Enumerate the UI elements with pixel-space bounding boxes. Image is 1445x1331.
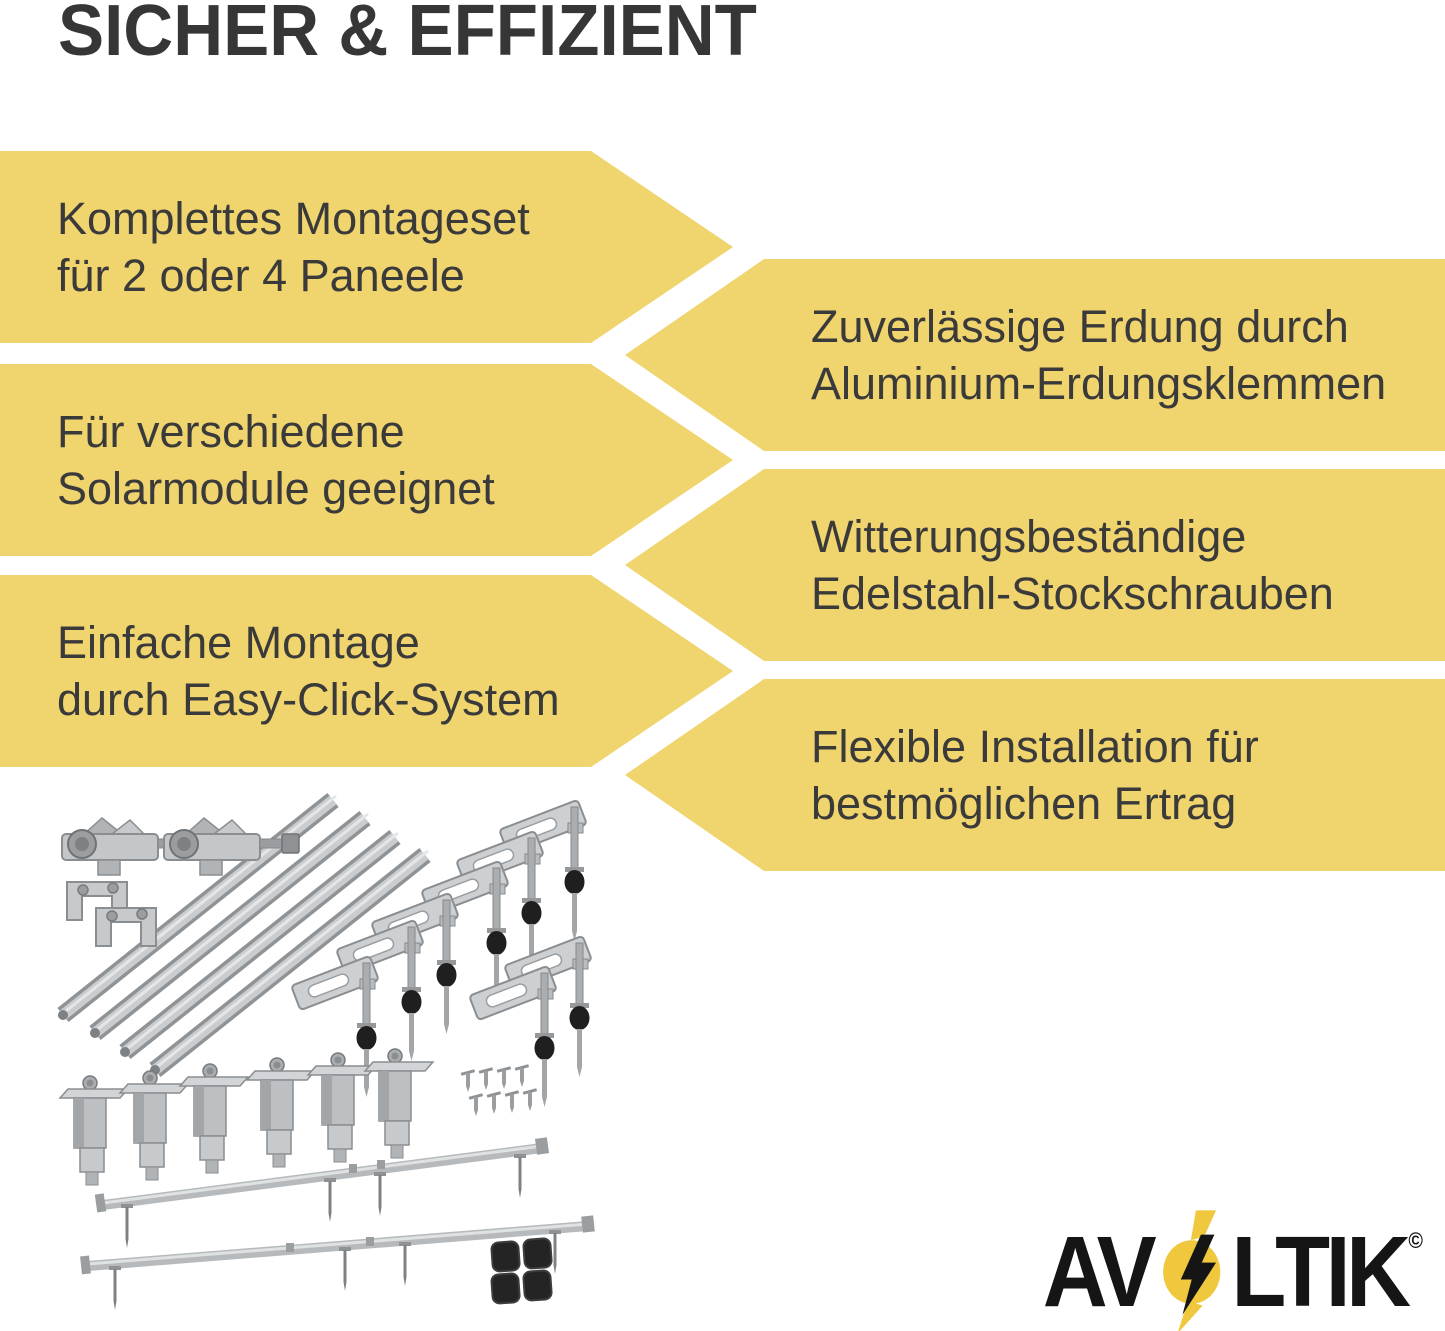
rubber-end-caps-illustration	[490, 1237, 554, 1305]
feature-text: Für verschiedene	[57, 406, 405, 457]
brand-logo-prefix: AV	[1042, 1216, 1157, 1328]
product-kit-photo	[57, 792, 595, 1310]
brand-logo-suffix: LTIK	[1231, 1216, 1411, 1328]
feature-banner-left-1: Komplettes Montageset für 2 oder 4 Panee…	[0, 151, 733, 343]
brand-logo: AV LTIK ©	[1042, 1210, 1423, 1331]
feature-text: Flexible Installation für	[811, 721, 1259, 772]
fastening-screws-illustration	[460, 1064, 538, 1116]
feature-banner-right-3: Flexible Installation für bestmöglichen …	[625, 679, 1445, 871]
feature-banner-right-1: Zuverlässige Erdung durch Aluminium-Erdu…	[625, 259, 1445, 451]
feature-text: Witterungsbeständige	[811, 511, 1247, 562]
feature-text: Aluminium-Erdungsklemmen	[811, 358, 1387, 409]
u-channel-brackets-illustration	[66, 881, 157, 947]
lightning-bolt-icon	[1163, 1210, 1221, 1331]
feature-text: Einfache Montage	[57, 617, 420, 668]
feature-banner-left-3: Einfache Montage durch Easy-Click-System	[0, 575, 733, 767]
feature-text: Komplettes Montageset	[57, 193, 530, 244]
cross-rail-2-illustration	[80, 1215, 595, 1310]
copyright-mark: ©	[1408, 1228, 1423, 1253]
feature-text: Solarmodule geeignet	[57, 463, 495, 514]
feature-text: bestmöglichen Ertrag	[811, 778, 1237, 829]
feature-text: Edelstahl-Stockschrauben	[811, 568, 1334, 619]
feature-banner-right-2: Witterungsbeständige Edelstahl-Stockschr…	[625, 469, 1445, 661]
feature-text: für 2 oder 4 Paneele	[57, 250, 465, 301]
cross-rail-1-illustration	[94, 1137, 550, 1248]
feature-text: Zuverlässige Erdung durch	[811, 301, 1349, 352]
feature-banner-left-2: Für verschiedene Solarmodule geeignet	[0, 364, 733, 556]
page-title: SICHER & EFFIZIENT	[58, 0, 757, 71]
feature-text: durch Easy-Click-System	[57, 674, 560, 725]
